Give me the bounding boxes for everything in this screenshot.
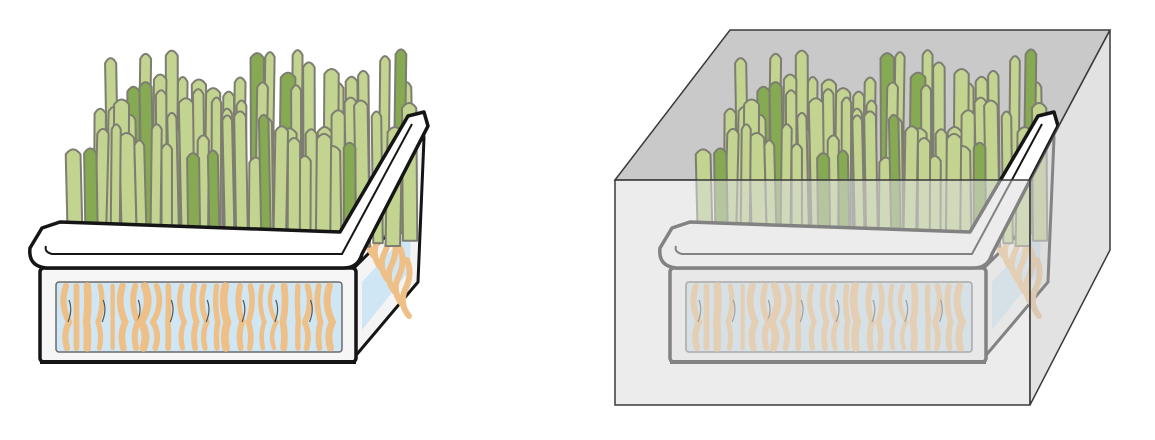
root xyxy=(199,283,210,351)
cover-front-face xyxy=(614,179,1031,406)
root-detail xyxy=(274,299,279,323)
root xyxy=(245,283,255,351)
root-detail xyxy=(241,299,246,323)
root xyxy=(60,282,73,352)
root xyxy=(116,282,129,352)
covered-grass-tray xyxy=(613,29,1112,406)
root xyxy=(294,283,301,351)
root xyxy=(165,283,172,351)
grass-blade xyxy=(257,113,273,259)
root xyxy=(314,283,324,351)
root-detail xyxy=(169,299,174,323)
tray-rim-inner xyxy=(44,123,413,255)
root xyxy=(219,282,232,352)
grass-blade xyxy=(233,110,250,258)
root-detail xyxy=(101,299,106,323)
root xyxy=(136,282,152,352)
front-roots xyxy=(60,282,337,352)
root xyxy=(149,283,163,351)
grass-blade xyxy=(221,114,236,255)
root xyxy=(301,283,313,351)
root xyxy=(279,282,289,352)
root xyxy=(95,283,105,351)
grass-blade xyxy=(314,132,333,259)
side-root xyxy=(399,257,413,319)
root-detail xyxy=(205,299,210,323)
grass-blade xyxy=(149,123,163,252)
cover-side-face xyxy=(1029,29,1111,406)
grass-blade xyxy=(272,125,290,252)
side-water xyxy=(362,160,412,330)
grass-blade xyxy=(286,137,302,259)
root xyxy=(212,283,221,351)
tray-rim xyxy=(28,110,430,270)
open-grass-tray xyxy=(28,48,430,364)
root-detail xyxy=(308,299,313,323)
root-detail xyxy=(67,299,72,323)
root xyxy=(323,282,337,352)
root xyxy=(258,283,267,351)
side-root xyxy=(392,245,406,307)
root xyxy=(177,283,188,351)
root xyxy=(189,283,200,351)
root xyxy=(82,282,92,352)
root xyxy=(267,283,279,351)
